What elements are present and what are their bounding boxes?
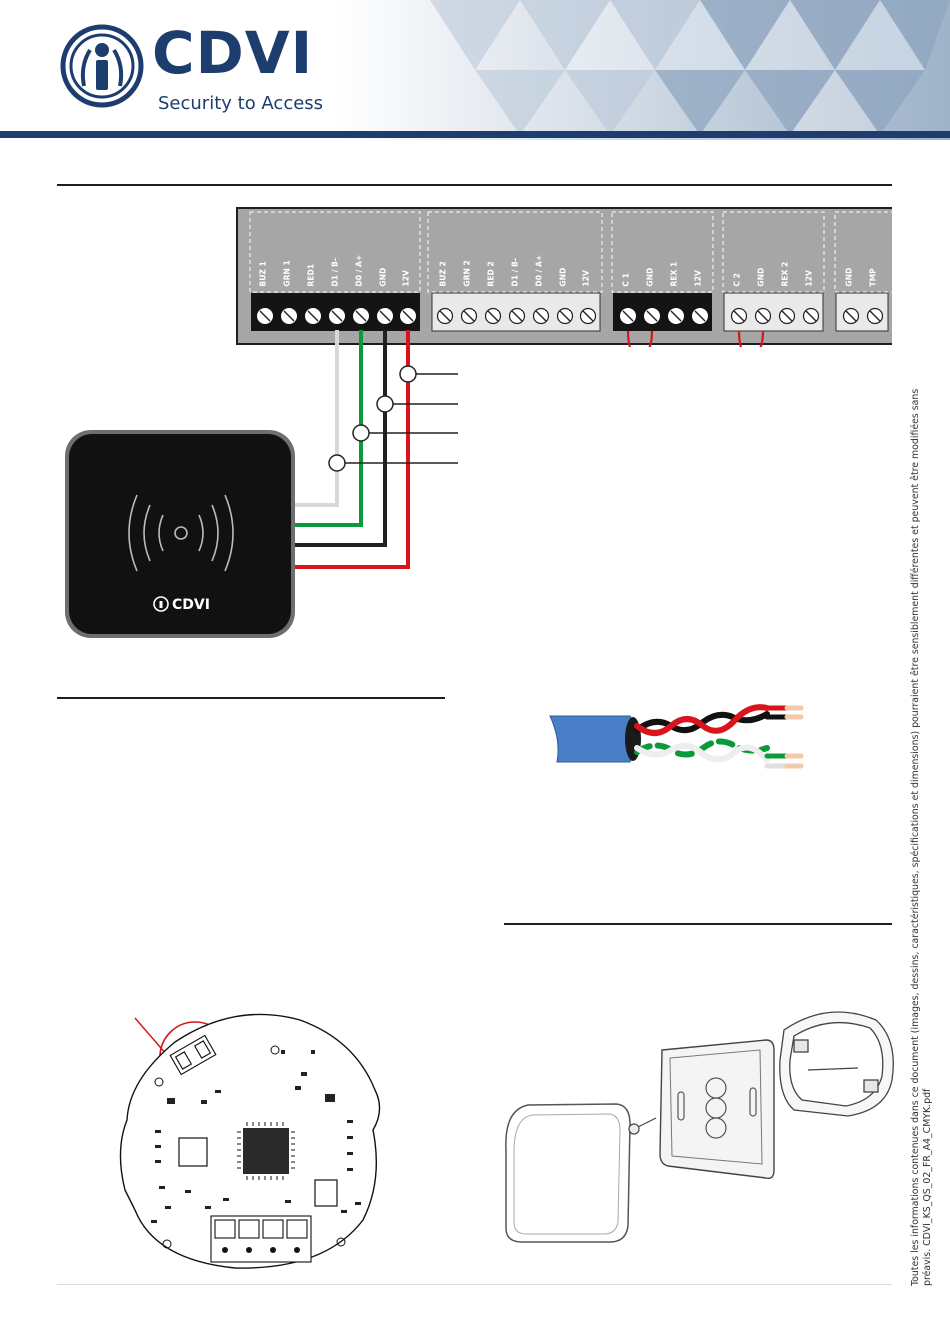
pcb-board-illustration <box>119 1013 381 1269</box>
terminal-label: C 1 <box>621 273 631 287</box>
twisted-pair-cable <box>549 704 804 769</box>
terminal-label: GRN 2 <box>462 260 472 287</box>
terminal-screws <box>257 307 884 325</box>
terminal-label: C 2 <box>732 273 742 287</box>
footer-divider <box>57 1284 892 1285</box>
section-divider <box>504 923 892 925</box>
brand-name: CDVI <box>152 19 314 87</box>
terminal-label: 12V <box>401 270 411 287</box>
brand-tagline: Security to Access <box>158 93 324 114</box>
header-bar <box>0 131 950 138</box>
section-divider <box>57 697 445 699</box>
terminal-label: REX 2 <box>780 261 790 287</box>
header-background <box>0 0 950 140</box>
terminal-label: GRN 1 <box>282 260 292 287</box>
terminal-label: 12V <box>581 270 591 287</box>
wall-mounting-illustration <box>505 1011 894 1243</box>
terminal-label: D0 / A+ <box>354 254 364 287</box>
terminal-label: D1 / B- <box>330 258 340 287</box>
terminal-label: D0 / A+ <box>534 254 544 287</box>
terminal-label: GND <box>558 267 568 287</box>
terminal-label: GND <box>378 267 388 287</box>
terminal-label: 12V <box>693 270 703 287</box>
terminal-labels: BUZ 1 GRN 1 RED1 D1 / B- D0 / A+ GND 12V… <box>236 207 892 291</box>
reader-brand: CDVI <box>172 597 210 613</box>
terminal-label: BUZ 2 <box>438 261 448 287</box>
terminal-label: BUZ 1 <box>258 261 268 287</box>
legal-disclaimer: Toutes les informations contenues dans c… <box>910 386 934 1286</box>
cdvi-logo-icon <box>60 24 144 108</box>
terminal-label: D1 / B- <box>510 258 520 287</box>
controller-board <box>236 207 892 347</box>
legal-disclaimer-line: Toutes les informations contenues dans c… <box>910 388 921 1286</box>
reader-logo-icon <box>153 596 169 612</box>
page-header: CDVI Security to Access <box>0 0 950 140</box>
terminal-label: TMP <box>868 268 878 287</box>
terminal-label: REX 1 <box>669 261 679 287</box>
terminal-label: RED1 <box>306 263 316 287</box>
terminal-label: 12V <box>804 270 814 287</box>
terminal-label: GND <box>645 267 655 287</box>
terminal-label: GND <box>756 267 766 287</box>
wiring-diagram: CDVI <box>65 330 458 638</box>
terminal-label: RED 2 <box>486 261 496 287</box>
section-divider <box>57 184 892 186</box>
terminal-label: GND <box>844 267 854 287</box>
rfid-waves-icon <box>128 494 234 572</box>
legal-disclaimer-file: préavis. CDVI_KS_QS_02_FR_A4_CMYK.pdf <box>922 1088 933 1286</box>
